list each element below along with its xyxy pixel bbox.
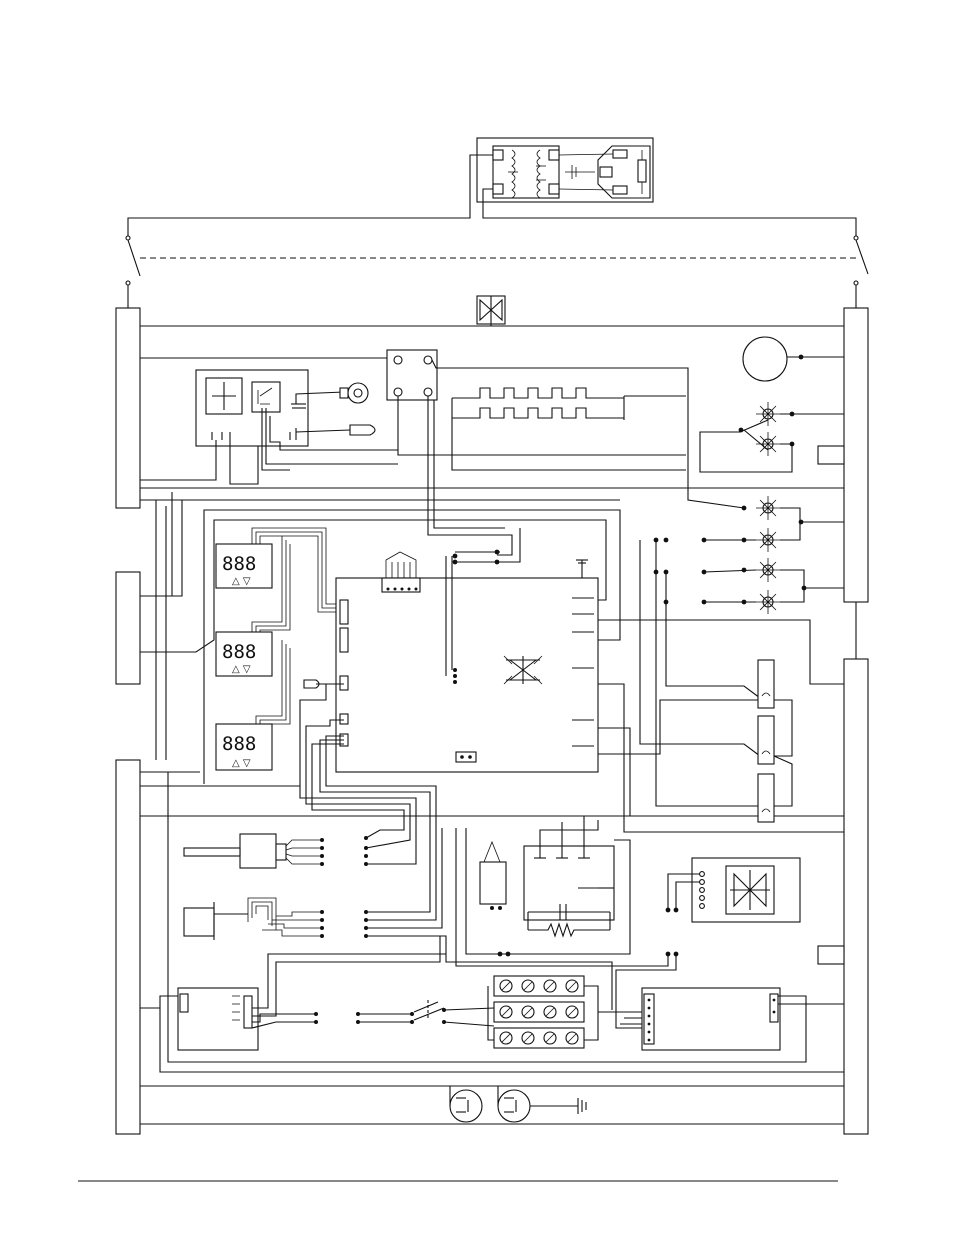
lamp-6 [756,590,780,614]
indicator-lamps [654,402,844,614]
cooling-fan-top [477,296,505,326]
display-3: 888 △ ▽ [216,724,272,770]
display-2: 888 △ ▽ [216,632,272,676]
display-panels: 888 △ ▽ 888 △ ▽ 888 △ ▽ [216,528,340,770]
temperature-probe-sensor [184,834,324,868]
display-1-arrows: △ ▽ [232,576,251,587]
lamp-5 [756,558,780,582]
auxiliary-relay [480,842,506,910]
lamp-4 [756,528,780,552]
heater-elements [452,388,686,470]
lamp-2 [756,432,780,456]
door-sensor [184,898,324,940]
power-outlets [450,1086,586,1122]
thermostat-controller [140,370,398,484]
display-2-arrows: △ ▽ [232,664,251,675]
limit-switches [758,660,792,822]
display-3-readout: 888 [222,733,256,755]
outlet-2 [498,1090,530,1122]
display-1: 888 △ ▽ [216,544,272,588]
display-3-arrows: △ ▽ [232,758,251,769]
outlet-1 [450,1090,482,1122]
display-2-readout: 888 [222,641,256,663]
power-entry-module [477,138,653,202]
display-1-readout: 888 [222,553,256,575]
control-board [304,528,598,772]
motor [743,337,844,381]
lamp-1 [756,402,780,426]
lamp-bank [488,976,642,1048]
door-switch [356,1000,494,1026]
cooling-fan-bottom [666,858,800,922]
relay-block [387,350,744,555]
lamp-3 [756,496,780,520]
